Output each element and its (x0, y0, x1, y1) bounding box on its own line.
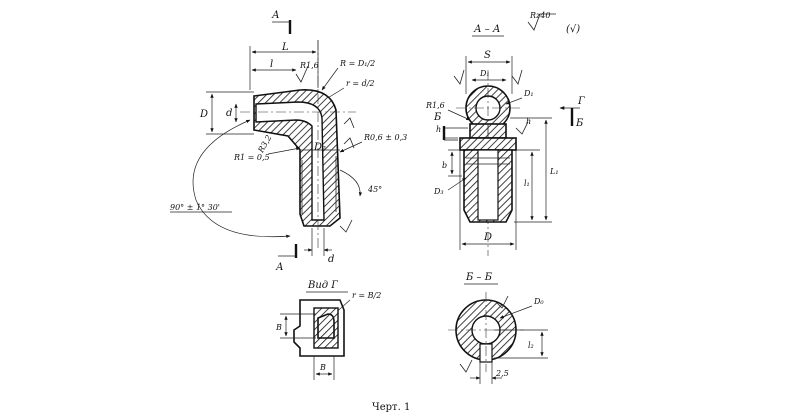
view-g-radius: r = B/2 (352, 291, 381, 300)
mark-G: Г (577, 96, 585, 107)
dim-r-inner: r = d/2 (346, 79, 375, 88)
view-g: Вид Г r = B/2 B B (275, 280, 381, 380)
dim-2-5: 2,5 (495, 369, 509, 378)
dim-l1: l₁ (524, 179, 530, 188)
roughness-r63: R3,2 (256, 133, 274, 155)
dim-D1-top: D₁ (479, 69, 490, 78)
section-bb-view: Б – Б D₀ l₂ 2,5 (448, 272, 548, 384)
mark-B-right: Б (575, 118, 584, 129)
view-g-label: Вид Г (307, 280, 338, 291)
dim-D3: D₃ (433, 187, 444, 196)
dim-D2: D₂ (313, 142, 326, 153)
section-bb-label: Б – Б (465, 272, 493, 283)
drawing-caption: Черт. 1 (372, 402, 410, 413)
dim-d-left: d (226, 108, 232, 119)
dim-l: l (270, 59, 273, 70)
dim-d-bottom: d (328, 254, 334, 265)
dim-S: S (484, 50, 491, 61)
dim-D0: D₀ (533, 297, 544, 306)
dim-R-outer: R = D₁/2 (339, 59, 375, 68)
section-mark-top: А (271, 10, 292, 34)
dim-b: b (442, 161, 447, 170)
fillet-r1: R1 = 0,5 (233, 153, 270, 162)
section-aa-label: А – А (473, 24, 501, 35)
section-mark-bottom: А (275, 244, 298, 273)
angle-45: 45° (367, 185, 382, 194)
dim-h-right: h (526, 117, 531, 126)
angle-90: 90° ± 1° 30' (170, 203, 220, 212)
section-letter-top: А (271, 10, 280, 21)
main-view: А L l R1,6 R = D₁/2 r = d/2 D (170, 10, 407, 273)
dim-l2: l₂ (528, 341, 534, 350)
view-g-B-bottom: B (319, 363, 326, 372)
rough-r16-main: R1,6 (299, 61, 319, 70)
dim-D-bottom: D (483, 232, 492, 243)
dim-D-left: D (199, 109, 208, 120)
rough-r16-aa: R1,6 (425, 101, 445, 110)
view-g-B-side: B (275, 323, 282, 332)
section-aa-view: А – А Rz40 (√) S D₁ D₁ R1,6 (425, 11, 585, 256)
dim-D1-right: D₁ (523, 89, 534, 98)
mark-B-left: Б (433, 112, 442, 123)
dim-L1: L₁ (549, 167, 559, 176)
fillet-r06: R0,6 ± 0,3 (363, 133, 407, 142)
roughness-check: (√) (566, 24, 580, 35)
section-letter-bottom: А (275, 262, 284, 273)
dim-h-left: h (436, 125, 441, 134)
dim-L: L (281, 42, 289, 53)
